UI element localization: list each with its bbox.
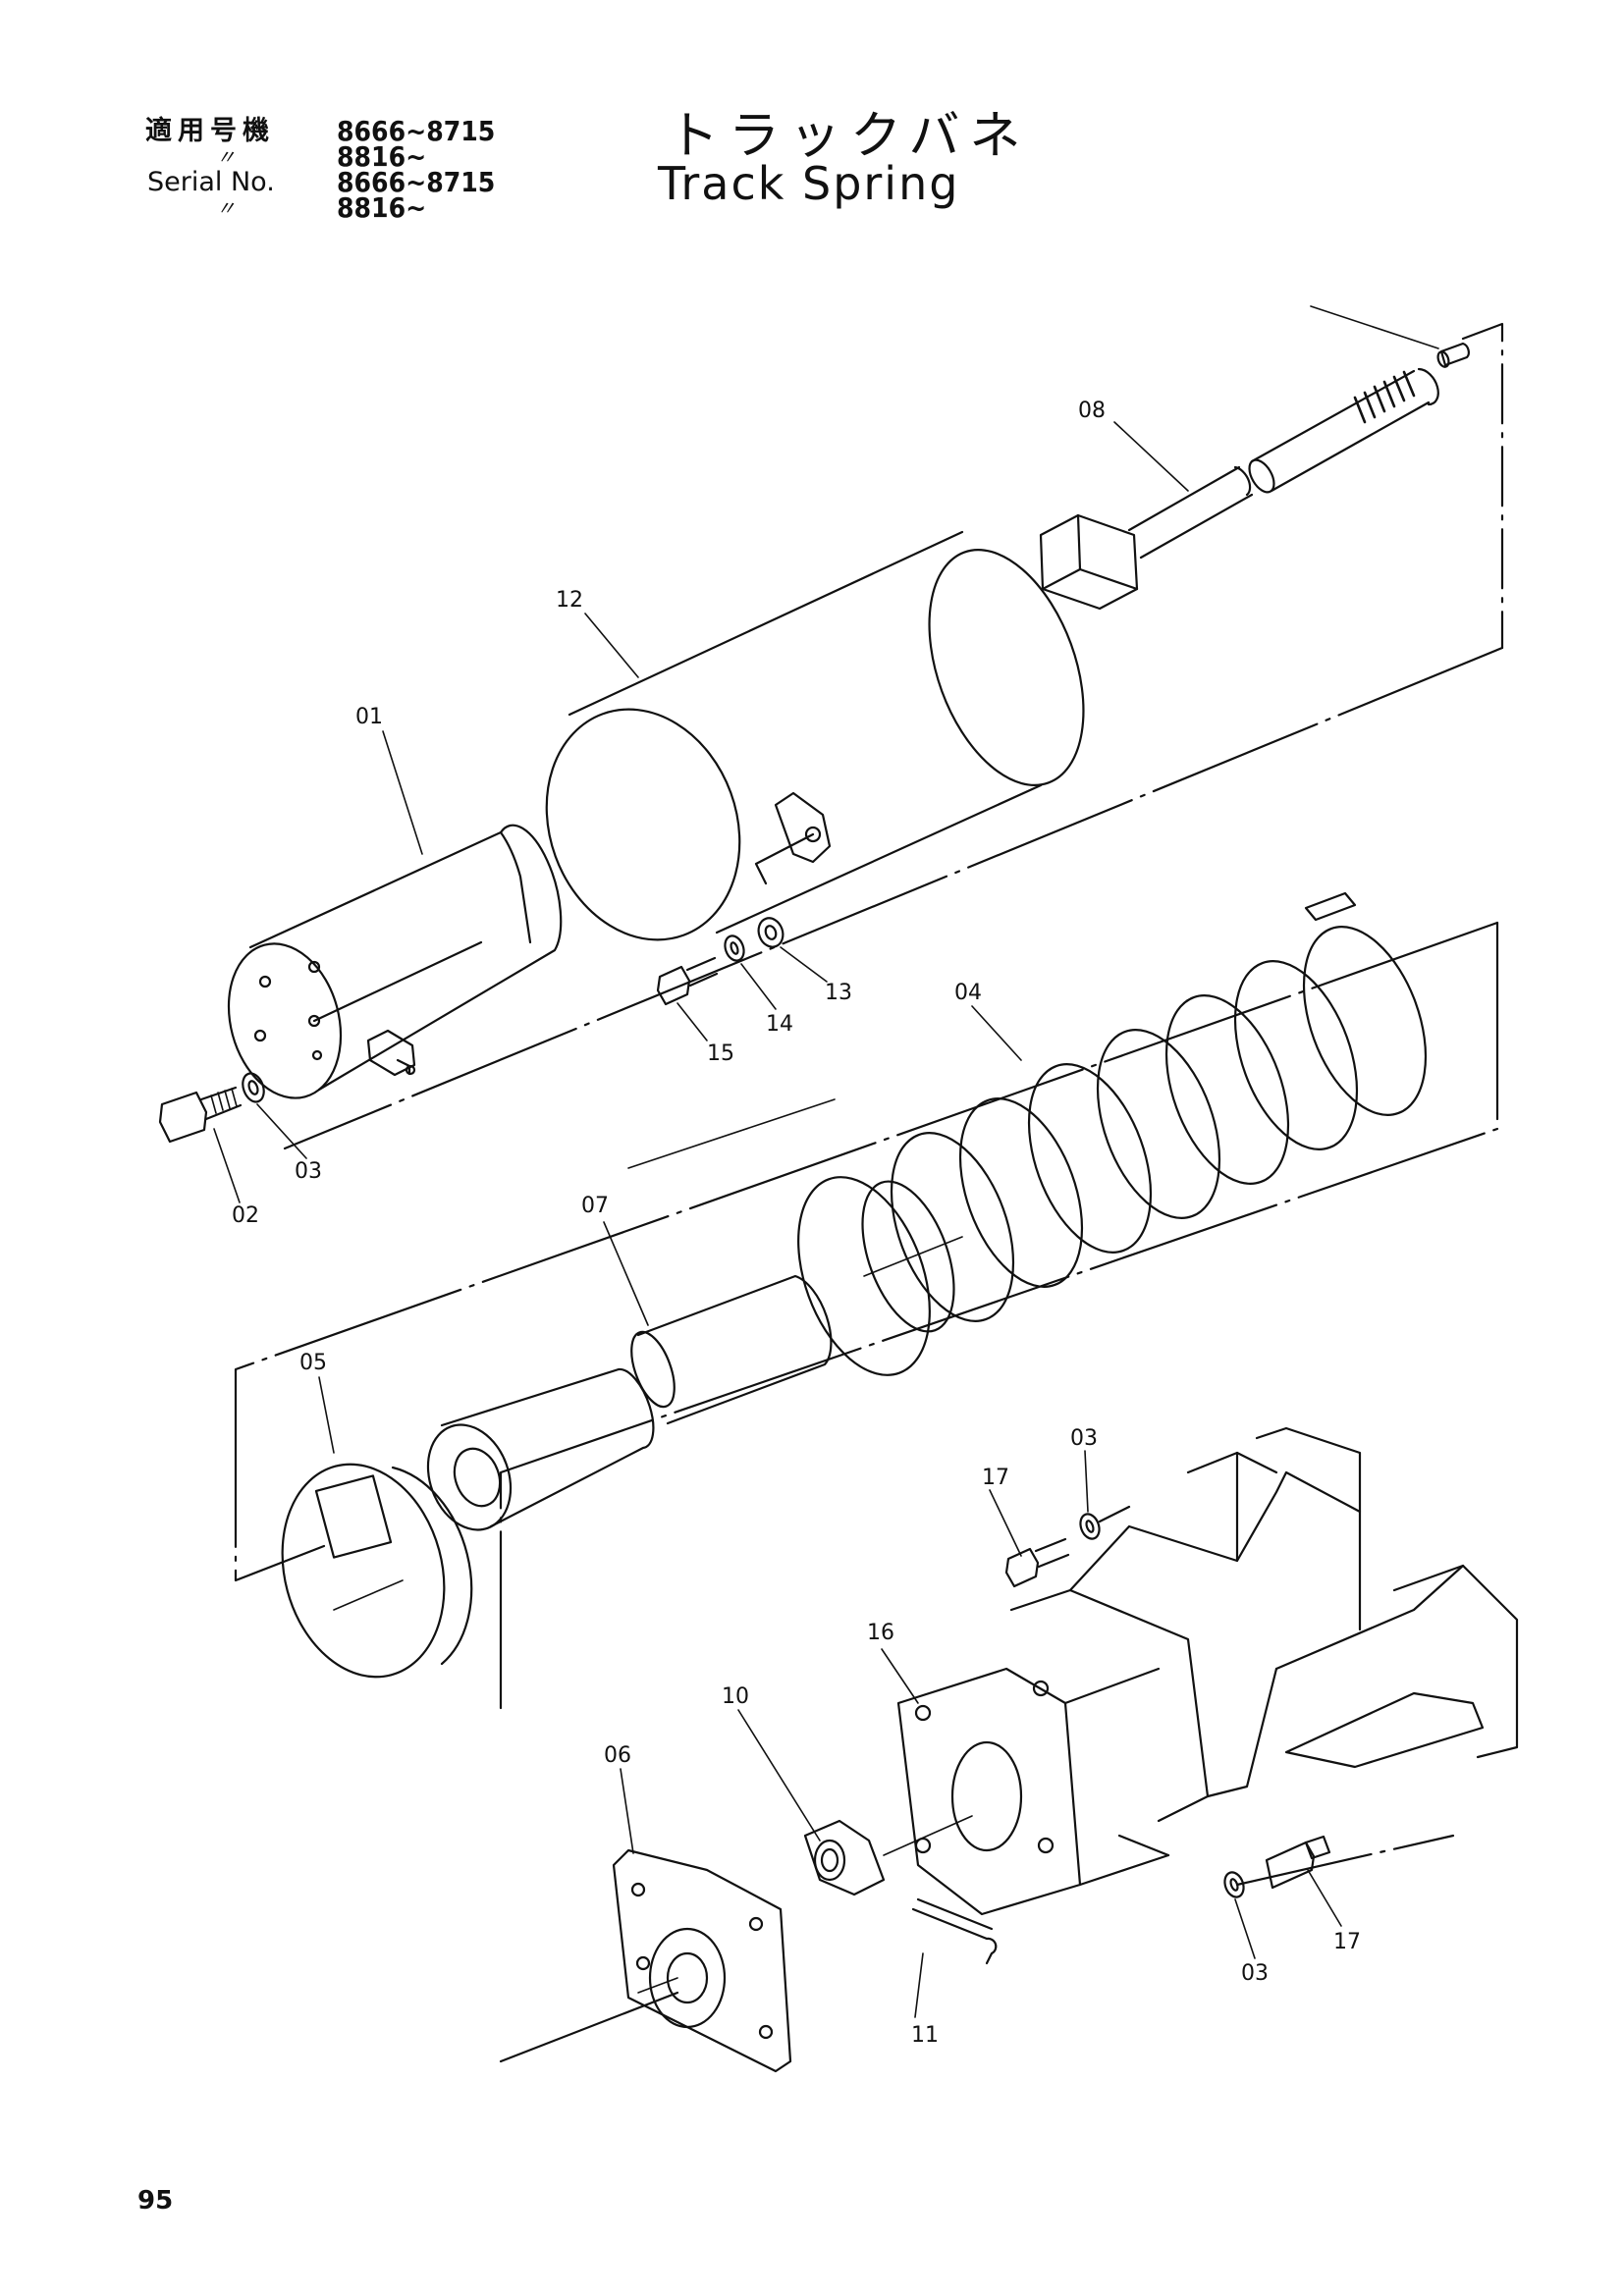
callout-12: 12 (556, 588, 583, 613)
group-outline-upper (285, 324, 1502, 1148)
callout-02: 02 (232, 1203, 259, 1228)
part-17-bolt-lower: 17 (1267, 1837, 1361, 1954)
callout-17-lower: 17 (1333, 1930, 1361, 1954)
callout-13: 13 (825, 981, 852, 1005)
callout-14: 14 (766, 1012, 793, 1037)
part-07-spacer: 07 (414, 1194, 832, 1541)
callout-16: 16 (867, 1621, 894, 1645)
callout-01: 01 (355, 705, 383, 729)
serial-label-ja: 適用号機 (145, 116, 275, 146)
callout-03-left: 03 (295, 1159, 322, 1184)
part-06-cover: 06 (604, 1743, 790, 2071)
part-03-washer-left: 03 (239, 1070, 322, 1184)
callout-17-upper: 17 (982, 1466, 1009, 1490)
callout-06: 06 (604, 1743, 631, 1768)
callout-08: 08 (1078, 399, 1106, 423)
serial-label-en: Serial No. (147, 167, 275, 197)
title-english: Track Spring (658, 157, 960, 210)
group-outline-lower (501, 1836, 1453, 2061)
serial-range-3: 8666~8715 (337, 166, 496, 198)
leader-lines (214, 306, 1438, 2017)
callout-10: 10 (722, 1684, 749, 1709)
callout-11: 11 (911, 2023, 939, 2048)
part-03-washer-upper: 03 (1070, 1426, 1129, 1541)
part-03-washer-lower: 03 (1221, 1870, 1269, 1986)
callout-03-upper: 03 (1070, 1426, 1098, 1451)
page-number: 95 (137, 2186, 174, 2216)
part-01-grease-cylinder: 01 (212, 705, 561, 1111)
part-15-bolt: 15 (658, 958, 734, 1066)
ditto-mark-1: 〃 (216, 145, 236, 169)
part-13-washer: 13 (755, 915, 852, 1005)
part-04-spring: 04 (774, 893, 1449, 1393)
part-08-rod: 08 (1041, 369, 1438, 609)
callout-05: 05 (299, 1351, 327, 1375)
callout-07: 07 (581, 1194, 609, 1218)
serial-range-4: 8816~ (337, 191, 427, 224)
callout-04: 04 (954, 981, 982, 1005)
callout-15: 15 (707, 1041, 734, 1066)
part-12-cylinder: 12 (515, 529, 1113, 968)
part-05-seat: 05 (259, 1351, 471, 1695)
title-japanese: トラックバネ (668, 107, 1031, 166)
callout-03-lower: 03 (1241, 1961, 1269, 1986)
serial-range-2: 8816~ (337, 140, 427, 173)
part-02-bolt: 02 (160, 1088, 259, 1228)
serial-range-1: 8666~8715 (337, 115, 496, 147)
part-16-bracket: 16 (867, 1428, 1517, 1914)
part-17-bolt-upper: 17 (982, 1466, 1068, 1586)
group-outline-middle (236, 923, 1497, 1708)
part-14-washer: 14 (722, 934, 793, 1037)
part-09-pin (1436, 344, 1469, 368)
part-11-pin: 11 (911, 1899, 996, 2048)
ditto-mark-2: 〃 (216, 196, 236, 220)
part-10-nut: 10 (722, 1684, 884, 1895)
